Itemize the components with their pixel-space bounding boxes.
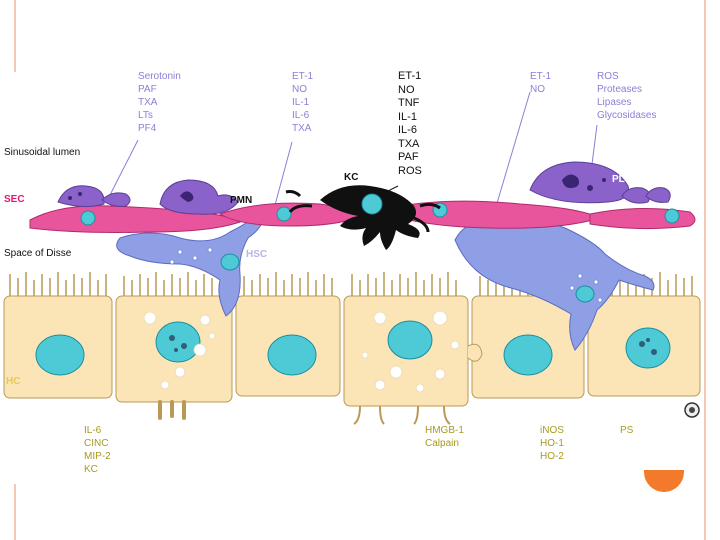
mediator-label: ROS	[398, 165, 422, 179]
mediator-label: Serotonin	[138, 70, 181, 83]
mediator-label: MIP-2	[84, 450, 111, 463]
mediator-label: HO-1	[540, 437, 564, 450]
mediator-label: TXA	[138, 96, 181, 109]
mediator-label: PAF	[138, 83, 181, 96]
kc-tag: KC	[344, 172, 358, 183]
mediator-label: NO	[530, 83, 551, 96]
hsc-nucleus-left	[221, 254, 239, 270]
mediator-label: Lipases	[597, 96, 656, 109]
mediator-label: LTs	[138, 109, 181, 122]
mediator-label: TXA	[398, 138, 422, 152]
mediator-label: Glycosidases	[597, 109, 656, 122]
mediator-label: PF4	[138, 122, 181, 135]
sec-mediator-list: ET-1 NO IL-1 IL-6 TXA	[292, 70, 313, 135]
mediator-label: IL-6	[84, 424, 111, 437]
mediator-label: TXA	[292, 122, 313, 135]
hsc-nucleus-right	[576, 286, 594, 302]
mediator-label: TNF	[398, 97, 422, 111]
hc-left-mediator-list: IL-6 CINC MIP-2 KC	[84, 424, 111, 476]
hsc-tag: HSC	[246, 249, 267, 260]
serotonin-mediator-list: Serotonin PAF TXA LTs PF4	[138, 70, 181, 135]
sinusoidal-lumen-label: Sinusoidal lumen	[4, 146, 80, 159]
hc-tag: HC	[6, 376, 20, 387]
ps-label: PS	[620, 424, 633, 437]
hc-right-mediator-list: iNOS HO-1 HO-2	[540, 424, 564, 463]
plt-tag: PLT	[612, 174, 630, 185]
mediator-label: IL-1	[292, 96, 313, 109]
pmn-tag: PMN	[230, 195, 252, 206]
mediator-label: ET-1	[530, 70, 551, 83]
plt-mediator-list: ROS Proteases Lipases Glycosidases	[597, 70, 656, 122]
sec-tag: SEC	[4, 194, 25, 205]
hepatocyte-nucleus-6	[626, 328, 670, 368]
mediator-label: KC	[84, 463, 111, 476]
mediator-label: IL-6	[398, 124, 422, 138]
hc-mid-mediator-list: HMGB-1 Calpain	[425, 424, 464, 450]
mediator-label: PAF	[398, 151, 422, 165]
mediator-label: NO	[398, 84, 422, 98]
mediator-label: IL-6	[292, 109, 313, 122]
mediator-label: ET-1	[398, 70, 422, 84]
hepatocyte-nucleus-3	[268, 335, 316, 375]
mediator-label: ET-1	[292, 70, 313, 83]
mediator-label: HO-2	[540, 450, 564, 463]
mediator-label: Calpain	[425, 437, 464, 450]
hsc-mediator-list: ET-1 NO	[530, 70, 551, 96]
kupffer-nucleus	[362, 194, 382, 214]
hepatocyte-nucleus-4	[388, 321, 432, 359]
hepatocyte-nucleus-1	[36, 335, 84, 375]
hepatocyte-nucleus-5	[504, 335, 552, 375]
ps-label-list: PS	[620, 424, 633, 437]
space-of-disse-label: Space of Disse	[4, 247, 71, 260]
mediator-label: iNOS	[540, 424, 564, 437]
mediator-label: HMGB-1	[425, 424, 464, 437]
kc-mediator-list: ET-1 NO TNF IL-1 IL-6 TXA PAF ROS	[398, 70, 422, 178]
sec-cell-4	[590, 208, 695, 228]
mediator-label: Proteases	[597, 83, 656, 96]
hepatocyte-nucleus-2	[156, 322, 200, 362]
mediator-label: NO	[292, 83, 313, 96]
mediator-label: IL-1	[398, 111, 422, 125]
mediator-label: ROS	[597, 70, 656, 83]
mediator-label: CINC	[84, 437, 111, 450]
